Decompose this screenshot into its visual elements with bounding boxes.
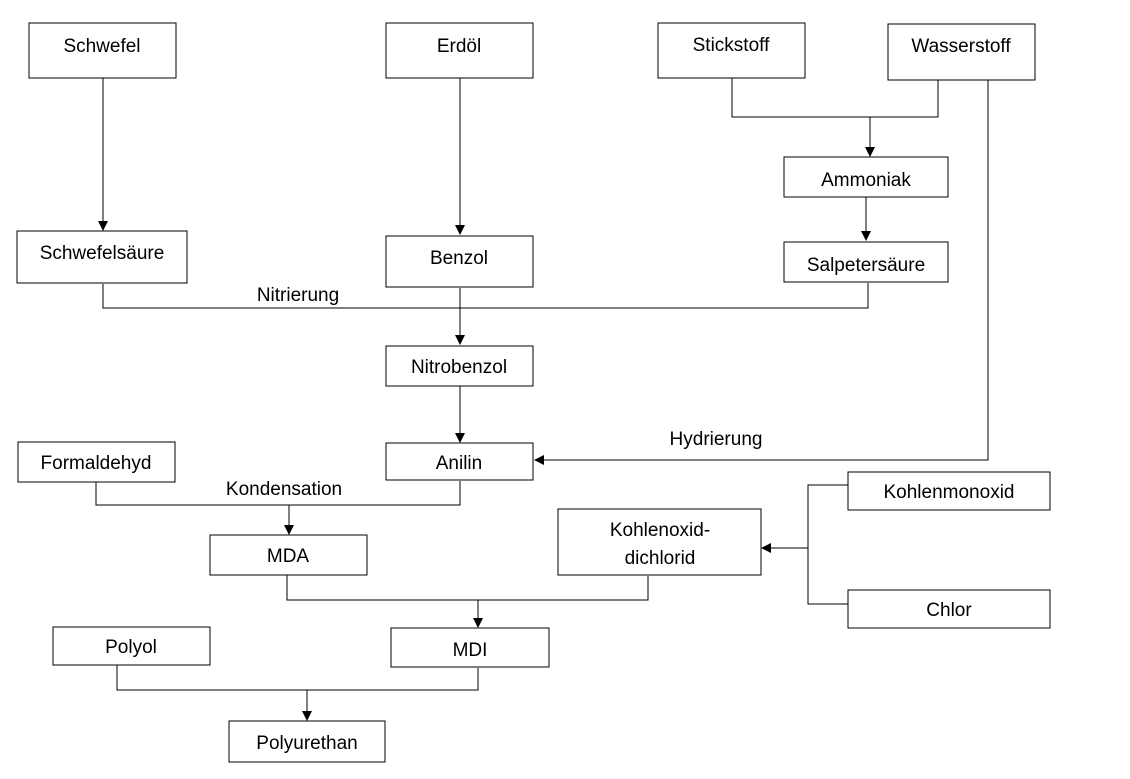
edge-mdi-join — [286, 575, 649, 601]
node-label: Wasserstoff — [911, 36, 1011, 57]
node-salpetersaeure: Salpetersäure — [783, 241, 949, 283]
node-label: Schwefel — [63, 36, 140, 57]
node-label: Polyurethan — [256, 733, 357, 754]
node-nitrobenzol: Nitrobenzol — [385, 345, 534, 387]
node-label-line1: Kohlenoxid- — [610, 520, 710, 541]
node-schwefelsaeure: Schwefelsäure — [16, 230, 188, 284]
node-label: Formaldehyd — [41, 453, 152, 474]
node-label: Polyol — [105, 637, 157, 658]
node-label: Anilin — [436, 453, 482, 474]
node-kohlenmonoxid: Kohlenmonoxid — [847, 471, 1051, 511]
node-polyurethan: Polyurethan — [228, 720, 386, 763]
edge-stickstoff-join — [731, 78, 939, 118]
node-label: Schwefelsäure — [40, 243, 165, 264]
node-label: MDI — [453, 640, 488, 661]
node-kohlenoxiddichlorid: Kohlenoxid- dichlorid — [557, 508, 762, 576]
node-mdi: MDI — [390, 627, 550, 668]
node-label: Benzol — [430, 248, 488, 269]
node-schwefel: Schwefel — [28, 22, 177, 79]
node-anilin: Anilin — [385, 442, 534, 481]
node-polyol: Polyol — [52, 626, 211, 666]
node-label: Salpetersäure — [807, 255, 925, 276]
node-label: Erdöl — [437, 36, 481, 57]
node-label: MDA — [267, 546, 310, 567]
edge-kondensation-join — [95, 481, 461, 506]
edge-label-kondensation: Kondensation — [226, 479, 342, 500]
node-ammoniak: Ammoniak — [783, 156, 949, 198]
node-label: Ammoniak — [821, 170, 911, 191]
edge-nitrierung-join — [102, 283, 869, 309]
node-formaldehyd: Formaldehyd — [17, 441, 176, 483]
edge-polyurethan-join — [116, 665, 479, 691]
edge-wasserstoff-to-anilin — [534, 80, 989, 465]
node-label: Stickstoff — [693, 35, 770, 56]
node-stickstoff: Stickstoff — [657, 22, 806, 79]
node-erdoel: Erdöl — [385, 22, 534, 79]
node-wasserstoff: Wasserstoff — [887, 23, 1036, 81]
node-mda: MDA — [209, 534, 368, 576]
node-chlor: Chlor — [847, 589, 1051, 629]
node-benzol: Benzol — [385, 235, 534, 288]
edge-phosgene-join — [807, 484, 848, 605]
node-label: Nitrobenzol — [411, 357, 507, 378]
node-label-line2: dichlorid — [625, 548, 696, 569]
edge-label-nitrierung: Nitrierung — [257, 285, 339, 306]
node-label: Chlor — [926, 600, 972, 621]
node-label: Kohlenmonoxid — [884, 482, 1015, 503]
connectors — [95, 78, 989, 721]
edge-label-hydrierung: Hydrierung — [670, 429, 763, 450]
